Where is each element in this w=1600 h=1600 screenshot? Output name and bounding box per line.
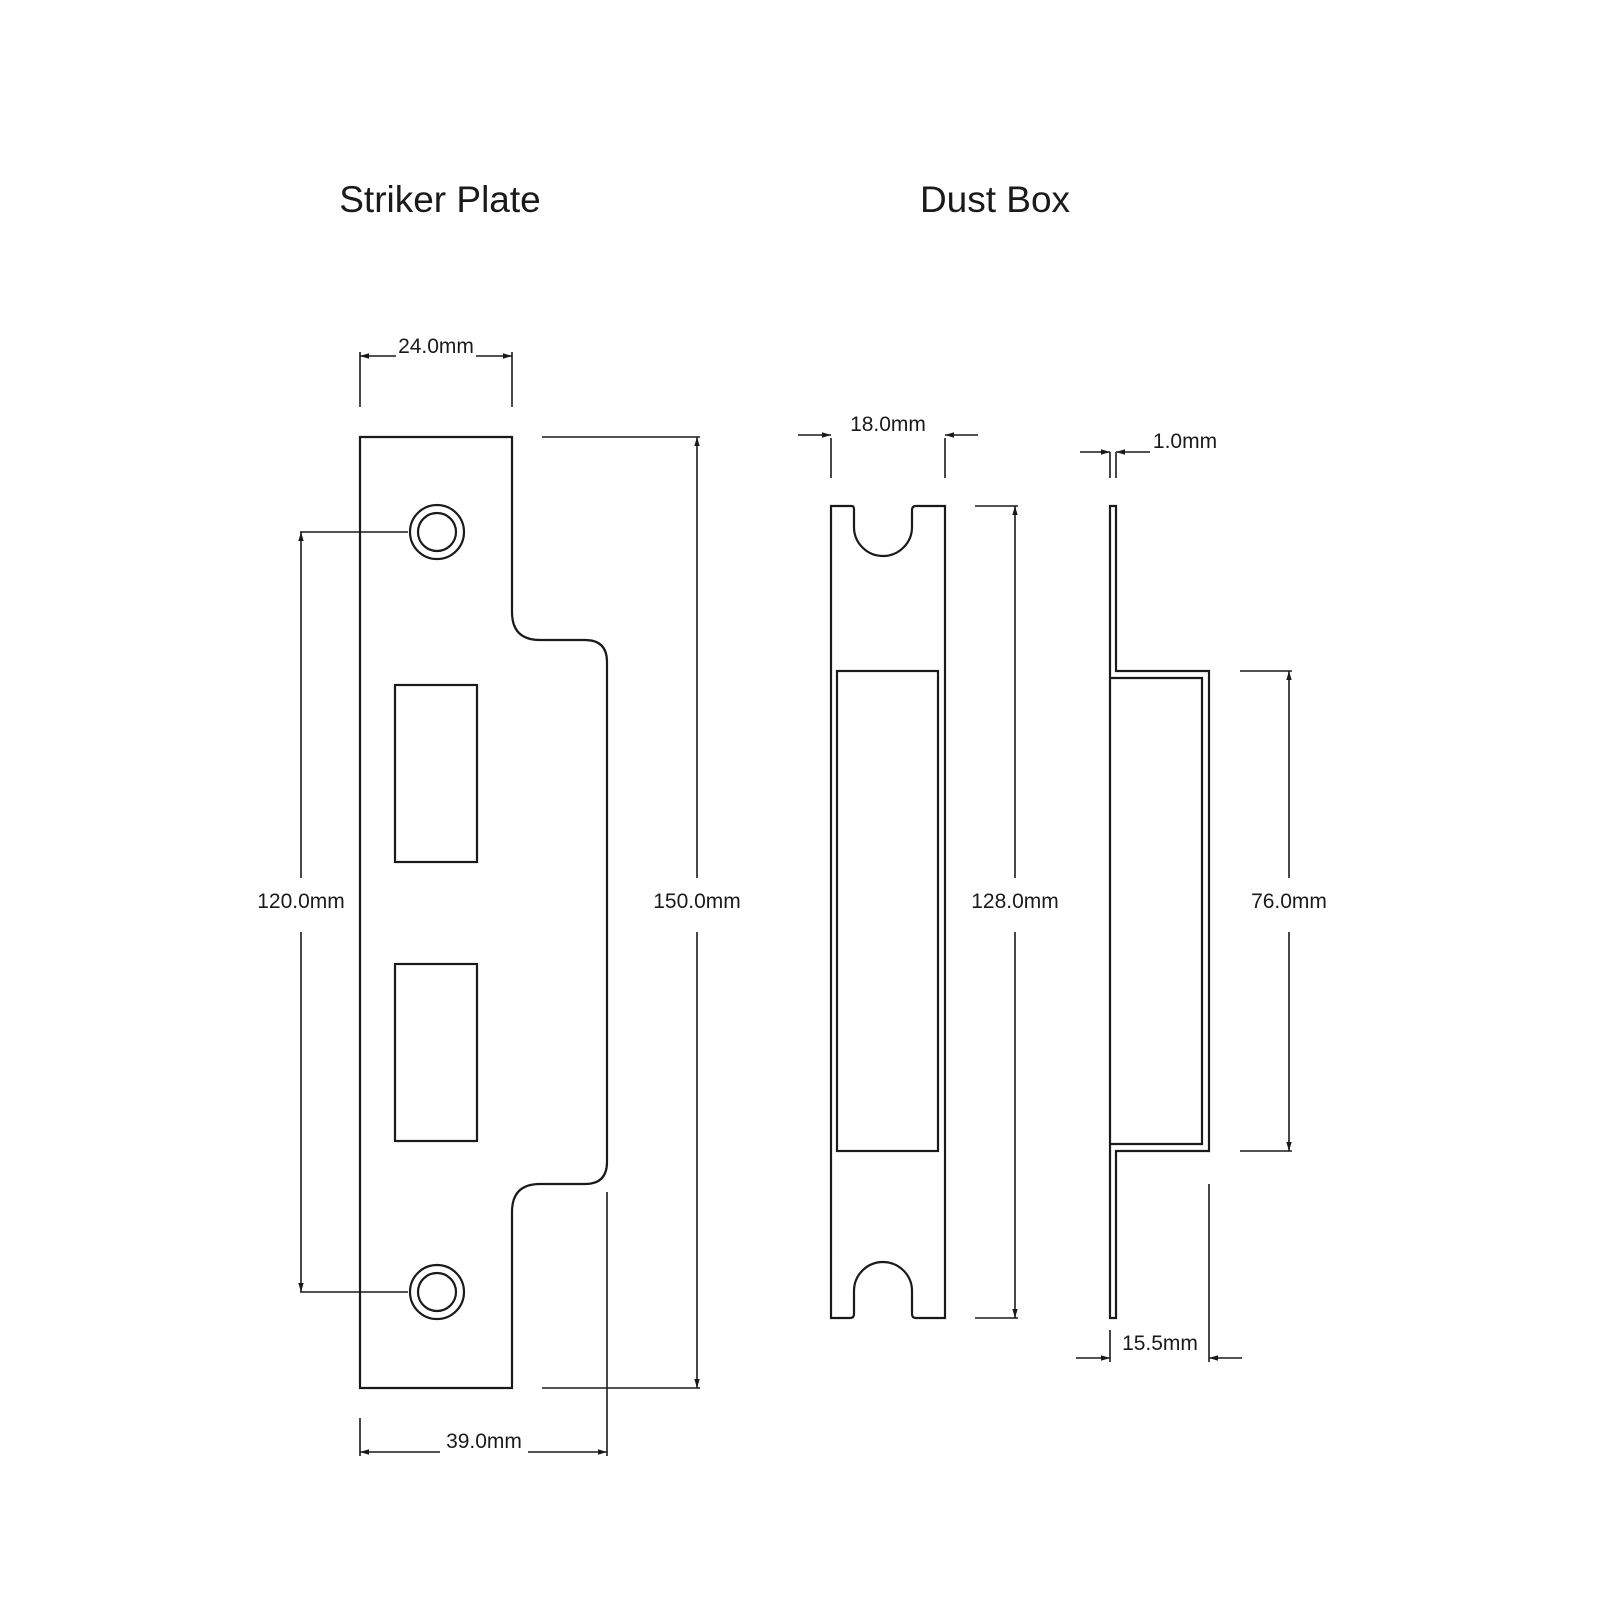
dimension-label-128mm: 128.0mm: [971, 890, 1059, 913]
screw-hole-top: [408, 503, 466, 561]
dust-box-front-outline: [829, 504, 947, 1320]
dust-box-front-view: [829, 504, 947, 1320]
striker-plate-title: Striker Plate: [339, 179, 541, 220]
latch-slot-top: [393, 683, 479, 864]
dust-box-opening: [835, 669, 940, 1153]
dimension-dust-box-depth-height: 76.0mm: [1240, 670, 1327, 1152]
dust-box-side-view: [1108, 504, 1211, 1320]
dust-box-side-outline: [1108, 504, 1211, 1320]
dimension-plate-width: 24.0mm: [359, 335, 513, 407]
dimension-label-18mm: 18.0mm: [850, 413, 926, 436]
latch-slot-bottom: [393, 962, 479, 1143]
striker-plate-outline: [358, 435, 609, 1390]
dimension-overall-width: 39.0mm: [359, 1192, 608, 1456]
dimension-label-150mm: 150.0mm: [653, 890, 741, 913]
dimension-plate-height: 150.0mm: [542, 436, 741, 1389]
dimension-label-120mm: 120.0mm: [257, 890, 345, 913]
dimension-dust-box-width: 18.0mm: [798, 413, 978, 478]
dimension-dust-box-height: 128.0mm: [971, 505, 1059, 1319]
dimension-label-39mm: 39.0mm: [446, 1430, 522, 1453]
dust-box-side-inner: [1110, 676, 1204, 1146]
dust-box-title: Dust Box: [920, 179, 1071, 220]
dimension-label-24mm: 24.0mm: [398, 335, 474, 358]
dimension-dust-box-thickness: 1.0mm: [1080, 430, 1217, 478]
dimension-label-76mm: 76.0mm: [1251, 890, 1327, 913]
dimension-label-1mm: 1.0mm: [1153, 430, 1217, 453]
screw-hole-bottom: [408, 1263, 466, 1321]
dimension-hole-spacing: 120.0mm: [257, 531, 408, 1293]
striker-plate-drawing: [358, 435, 609, 1390]
dimension-dust-box-depth: 15.5mm: [1076, 1184, 1242, 1362]
dimension-label-15-5mm: 15.5mm: [1122, 1332, 1198, 1355]
